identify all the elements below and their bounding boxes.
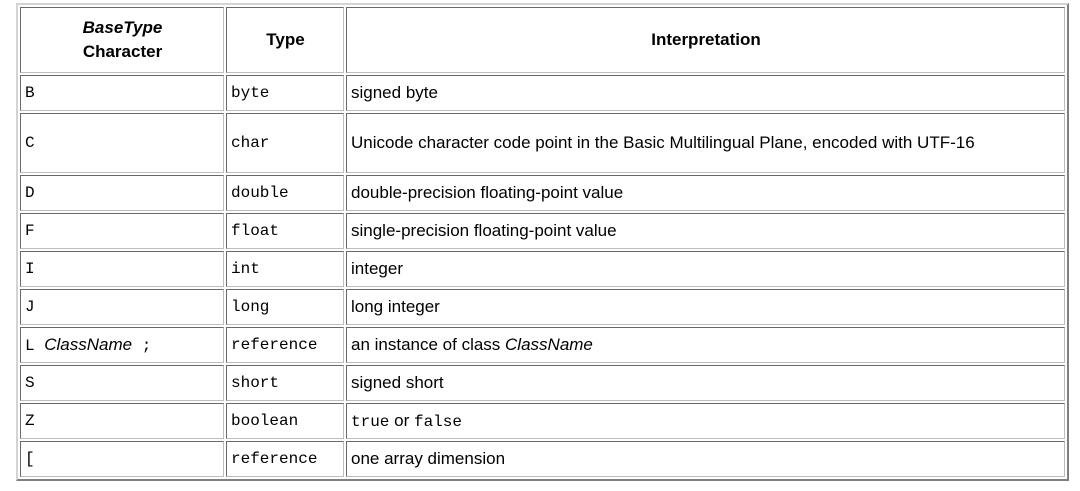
- header-cell-basetype-character: BaseType Character: [20, 7, 224, 73]
- table-row: C char Unicode character code point in t…: [20, 113, 1065, 173]
- cell-interpretation: true or false: [346, 403, 1065, 439]
- cell-interpretation: signed short: [346, 365, 1065, 401]
- interpretation-false-literal: false: [413, 412, 462, 431]
- cell-type: char: [226, 113, 344, 173]
- table-row: D double double-precision floating-point…: [20, 175, 1065, 211]
- cell-interpretation: an instance of class ClassName: [346, 327, 1065, 363]
- cell-character: F: [20, 213, 224, 249]
- table-header-row: BaseType Character Type Interpretation: [20, 7, 1065, 73]
- cell-character: D: [20, 175, 224, 211]
- table-row: I int integer: [20, 251, 1065, 287]
- character-suffix: ;: [141, 336, 152, 355]
- interpretation-true-literal: true: [351, 412, 390, 431]
- table-row: L ClassName ; reference an instance of c…: [20, 327, 1065, 363]
- cell-character: [: [20, 441, 224, 477]
- cell-interpretation: one array dimension: [346, 441, 1065, 477]
- table-row: [ reference one array dimension: [20, 441, 1065, 477]
- cell-character: J: [20, 289, 224, 325]
- cell-interpretation: single-precision floating-point value: [346, 213, 1065, 249]
- basetype-character-table: BaseType Character Type Interpretation B…: [16, 3, 1069, 481]
- interpretation-conjunction: or: [389, 410, 414, 430]
- table-row: Z boolean true or false: [20, 403, 1065, 439]
- cell-interpretation: long integer: [346, 289, 1065, 325]
- cell-interpretation: Unicode character code point in the Basi…: [346, 113, 1065, 173]
- character-prefix: L: [25, 336, 35, 355]
- cell-type: short: [226, 365, 344, 401]
- cell-type: int: [226, 251, 344, 287]
- cell-character: B: [20, 75, 224, 111]
- cell-type: reference: [226, 441, 344, 477]
- cell-type: boolean: [226, 403, 344, 439]
- header-character-label: Character: [82, 42, 163, 61]
- interpretation-prefix: an instance of class: [351, 335, 506, 354]
- cell-character: C: [20, 113, 224, 173]
- cell-type: float: [226, 213, 344, 249]
- cell-character: L ClassName ;: [20, 327, 224, 363]
- cell-interpretation: signed byte: [346, 75, 1065, 111]
- interpretation-classname: ClassName: [505, 335, 593, 354]
- cell-type: reference: [226, 327, 344, 363]
- table-row: S short signed short: [20, 365, 1065, 401]
- header-basetype-label: BaseType: [82, 18, 163, 37]
- cell-interpretation: double-precision floating-point value: [346, 175, 1065, 211]
- cell-character: I: [20, 251, 224, 287]
- character-classname: ClassName: [44, 334, 133, 354]
- header-cell-interpretation: Interpretation: [346, 7, 1065, 73]
- table-row: F float single-precision floating-point …: [20, 213, 1065, 249]
- cell-type: long: [226, 289, 344, 325]
- header-cell-type: Type: [226, 7, 344, 73]
- cell-character: S: [20, 365, 224, 401]
- cell-character: Z: [20, 403, 224, 439]
- cell-interpretation: integer: [346, 251, 1065, 287]
- cell-type: double: [226, 175, 344, 211]
- cell-type: byte: [226, 75, 344, 111]
- table-row: B byte signed byte: [20, 75, 1065, 111]
- table-row: J long long integer: [20, 289, 1065, 325]
